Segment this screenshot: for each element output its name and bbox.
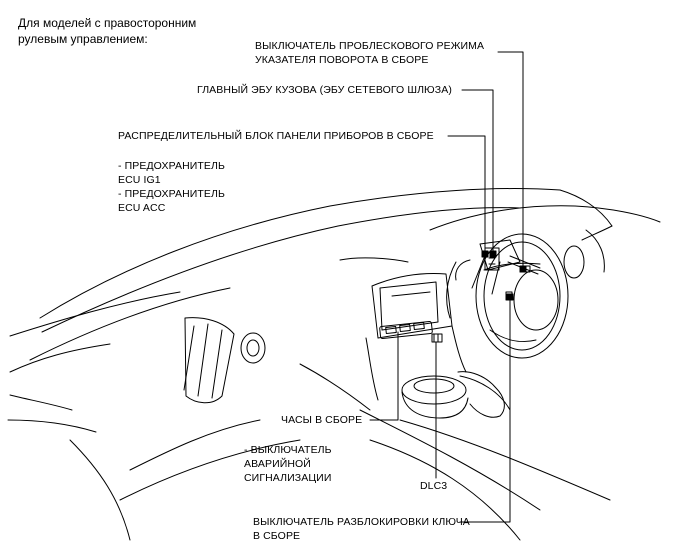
label-flasher-switch-line-1: ВЫКЛЮЧАТЕЛЬ ПРОБЛЕСКОВОГО РЕЖИМА (255, 40, 485, 52)
label-key-unlock-switch: ВЫКЛЮЧАТЕЛЬ РАЗБЛОКИРОВКИ КЛЮЧА В СБОРЕ (253, 515, 470, 543)
hand (457, 371, 505, 418)
label-fuse-2: - ПРЕДОХРАНИТЕЛЬ (118, 188, 226, 200)
center-display (379, 281, 439, 331)
label-key-unlock-line-2: В СБОРЕ (253, 530, 301, 542)
clock-strip (379, 321, 433, 339)
label-flasher-switch-line-2: УКАЗАТЕЛЯ ПОВОРОТА В СБОРЕ (255, 54, 429, 66)
label-main-body-ecu: ГЛАВНЫЙ ЭБУ КУЗОВА (ЭБУ СЕТЕВОГО ШЛЮЗА) (197, 84, 452, 96)
label-clock: ЧАСЫ В СБОРЕ (281, 414, 363, 426)
label-junction-block: РАСПРЕДЕЛИТЕЛЬНЫЙ БЛОК ПАНЕЛИ ПРИБОРОВ В… (118, 130, 434, 142)
left-vent (184, 317, 235, 404)
left-knob (240, 332, 266, 364)
label-fuse-1-name: ECU IG1 (118, 174, 161, 186)
label-hazard-switch: - ВЫКЛЮЧАТЕЛЬ АВАРИЙНОЙ СИГНАЛИЗАЦИИ (244, 443, 332, 485)
ecu-module (484, 247, 500, 271)
dlc3-connector (431, 333, 443, 343)
label-fuse-2-name: ECU ACC (118, 202, 166, 214)
label-hazard-line-1: - ВЫКЛЮЧАТЕЛЬ (244, 444, 332, 456)
caption-line-1: Для моделей с правосторонним (18, 16, 197, 30)
label-key-unlock-line-1: ВЫКЛЮЧАТЕЛЬ РАЗБЛОКИРОВКИ КЛЮЧА (253, 516, 470, 528)
label-fuse-1: - ПРЕДОХРАНИТЕЛЬ (118, 160, 226, 172)
label-hazard-line-2: АВАРИЙНОЙ (244, 458, 311, 470)
dashboard-outline (39, 188, 561, 319)
label-dlc3: DLC3 (420, 480, 448, 492)
caption-line-2: рулевым управлением: (18, 32, 148, 46)
label-fuses: - ПРЕДОХРАНИТЕЛЬ ECU IG1 - ПРЕДОХРАНИТЕЛ… (118, 159, 225, 215)
label-hazard-line-3: СИГНАЛИЗАЦИИ (244, 472, 332, 484)
steering-wheel (475, 233, 569, 359)
label-flasher-switch: ВЫКЛЮЧАТЕЛЬ ПРОБЛЕСКОВОГО РЕЖИМА УКАЗАТЕ… (255, 39, 484, 67)
gear-shift (401, 375, 467, 405)
model-caption: Для моделей с правосторонним рулевым упр… (18, 15, 196, 47)
leader-lines (369, 51, 524, 523)
